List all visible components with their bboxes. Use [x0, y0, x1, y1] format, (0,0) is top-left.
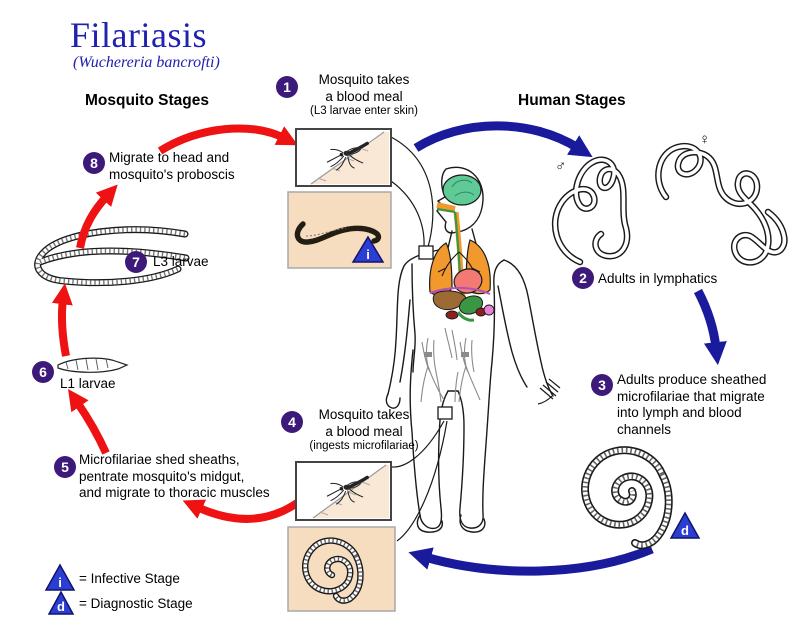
female-symbol: ♀	[699, 131, 711, 148]
step-8-label: Migrate to head and mosquito's proboscis	[109, 150, 235, 182]
diagnostic-stage-triangle-icon: d	[669, 511, 701, 539]
step-6-label: L1 larvae	[60, 376, 116, 391]
step-6-badge: 6	[32, 361, 54, 383]
lymphatic-vessels	[420, 327, 481, 403]
step-2-label: Adults in lymphatics	[598, 271, 718, 286]
legend-infective-label: = Infective Stage	[79, 571, 180, 586]
step-5-label: Microfilariae shed sheaths, pentrate mos…	[79, 452, 270, 501]
step-4-note: (ingests microfilariae)	[309, 440, 419, 453]
legend-diagnostic-label: = Diagnostic Stage	[79, 596, 193, 611]
human-stages-header: Human Stages	[518, 92, 626, 109]
infective-legend-triangle-icon: i	[44, 563, 76, 591]
diagnostic-legend-triangle-icon: d	[47, 590, 75, 615]
step-3-badge: 3	[591, 374, 613, 396]
step-3-label: Adults produce sheathed microfilariae th…	[617, 372, 767, 438]
species-subtitle: (Wuchereria bancrofti)	[73, 54, 220, 71]
mosquito-stages-header: Mosquito Stages	[85, 92, 210, 109]
diaphragm	[429, 286, 491, 295]
sheathed-microfilaria-drawing: d	[585, 450, 701, 545]
male-symbol: ♂	[555, 158, 567, 175]
svg-text:d: d	[681, 523, 689, 538]
svg-text:i: i	[58, 575, 62, 590]
mosquito-bite-inset-top	[295, 128, 392, 187]
step-7-label: L3 larvae	[153, 254, 209, 269]
mosquito-bite-inset-bottom	[295, 461, 392, 521]
step-4-label: Mosquito takes a blood meal(ingests micr…	[298, 407, 430, 454]
step-5-badge: 5	[54, 456, 76, 478]
step-2-badge: 2	[572, 267, 594, 289]
page-title: Filariasis	[70, 15, 207, 55]
liver	[432, 290, 467, 311]
adult-worms-drawing	[555, 146, 784, 262]
l3-infective-inset: i	[287, 191, 392, 269]
thigh-callout-square	[437, 406, 453, 420]
spleen	[445, 310, 459, 320]
l1-larva-drawing	[57, 357, 129, 373]
legend-diagnostic-row: d	[47, 590, 75, 621]
infective-stage-triangle-icon: i	[351, 235, 385, 263]
human-body-figure	[385, 166, 561, 533]
legend-infective-row: i	[44, 563, 76, 597]
step-1-badge: 1	[276, 76, 298, 98]
red-cycle-arrows	[51, 124, 300, 523]
step-1-note: (L3 larvae enter skin)	[309, 105, 419, 118]
step-1-label: Mosquito takes a blood meal(L3 larvae en…	[298, 72, 430, 119]
step-8-badge: 8	[83, 152, 105, 174]
step-7-badge: 7	[125, 251, 147, 273]
brain	[442, 174, 482, 206]
step-4-badge: 4	[281, 411, 303, 433]
svg-text:i: i	[366, 247, 370, 262]
microfilaria-inset	[287, 526, 396, 612]
blue-cycle-arrows	[408, 121, 727, 576]
svg-text:d: d	[57, 599, 65, 614]
callout-lines	[390, 136, 453, 542]
chest-callout-square	[418, 245, 434, 260]
